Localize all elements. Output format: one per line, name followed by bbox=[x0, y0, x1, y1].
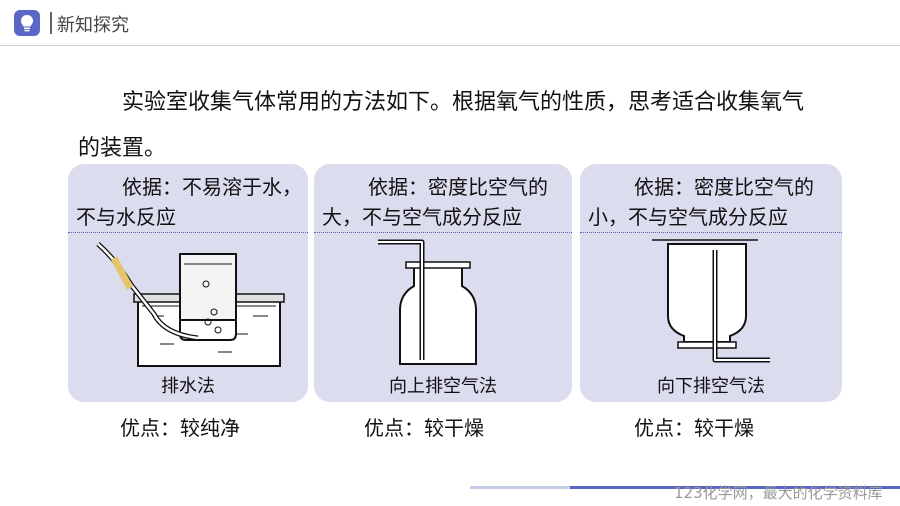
upward-air-bottle bbox=[378, 239, 477, 365]
advantage-text: 优点：较干燥 bbox=[364, 416, 484, 440]
lightbulb-icon bbox=[14, 10, 40, 36]
dotted-divider bbox=[580, 232, 842, 233]
dotted-divider bbox=[68, 232, 308, 233]
advantage-text: 优点：较干燥 bbox=[634, 416, 754, 440]
intro-line-1: 实验室收集气体常用的方法如下。根据氧气的性质，思考适合收集氧气 bbox=[122, 90, 805, 115]
advantage-text: 优点：较纯净 bbox=[120, 416, 240, 440]
method-label: 排水法 bbox=[161, 376, 215, 397]
card-downward-air-displacement: 依据：密度比空气的小，不与空气成分反应 向下排空气法 bbox=[580, 164, 842, 402]
card-upward-air-displacement: 依据：密度比空气的大，不与空气成分反应 向上排空气法 bbox=[314, 164, 572, 402]
footer-rule-accent bbox=[570, 486, 900, 489]
card-basis: 依据：密度比空气的大，不与空气成分反应 bbox=[322, 175, 548, 229]
header-rule bbox=[0, 45, 900, 46]
footer-rule-light bbox=[470, 486, 580, 489]
card-basis: 依据：不易溶于水，不与水反应 bbox=[76, 175, 302, 229]
card-basis: 依据：密度比空气的小，不与空气成分反应 bbox=[588, 175, 814, 229]
downward-air-bottle bbox=[652, 239, 770, 363]
header-divider bbox=[50, 12, 52, 34]
method-label: 向下排空气法 bbox=[657, 376, 765, 397]
page-title: 新知探究 bbox=[57, 15, 129, 36]
method-label: 向上排空气法 bbox=[389, 376, 497, 397]
watermark: 123化学网，最大的化学资料库 bbox=[674, 484, 883, 502]
water-displacement-apparatus bbox=[96, 242, 285, 367]
card-water-displacement: 依据：不易溶于水，不与水反应 排水法 bbox=[68, 164, 308, 402]
intro-line-2: 的装置。 bbox=[78, 136, 167, 161]
dotted-divider bbox=[314, 232, 572, 233]
intro-text: 实验室收集气体常用的方法如下。根据氧气的性质，思考适合收集氧气 的装置。 bbox=[78, 80, 890, 172]
